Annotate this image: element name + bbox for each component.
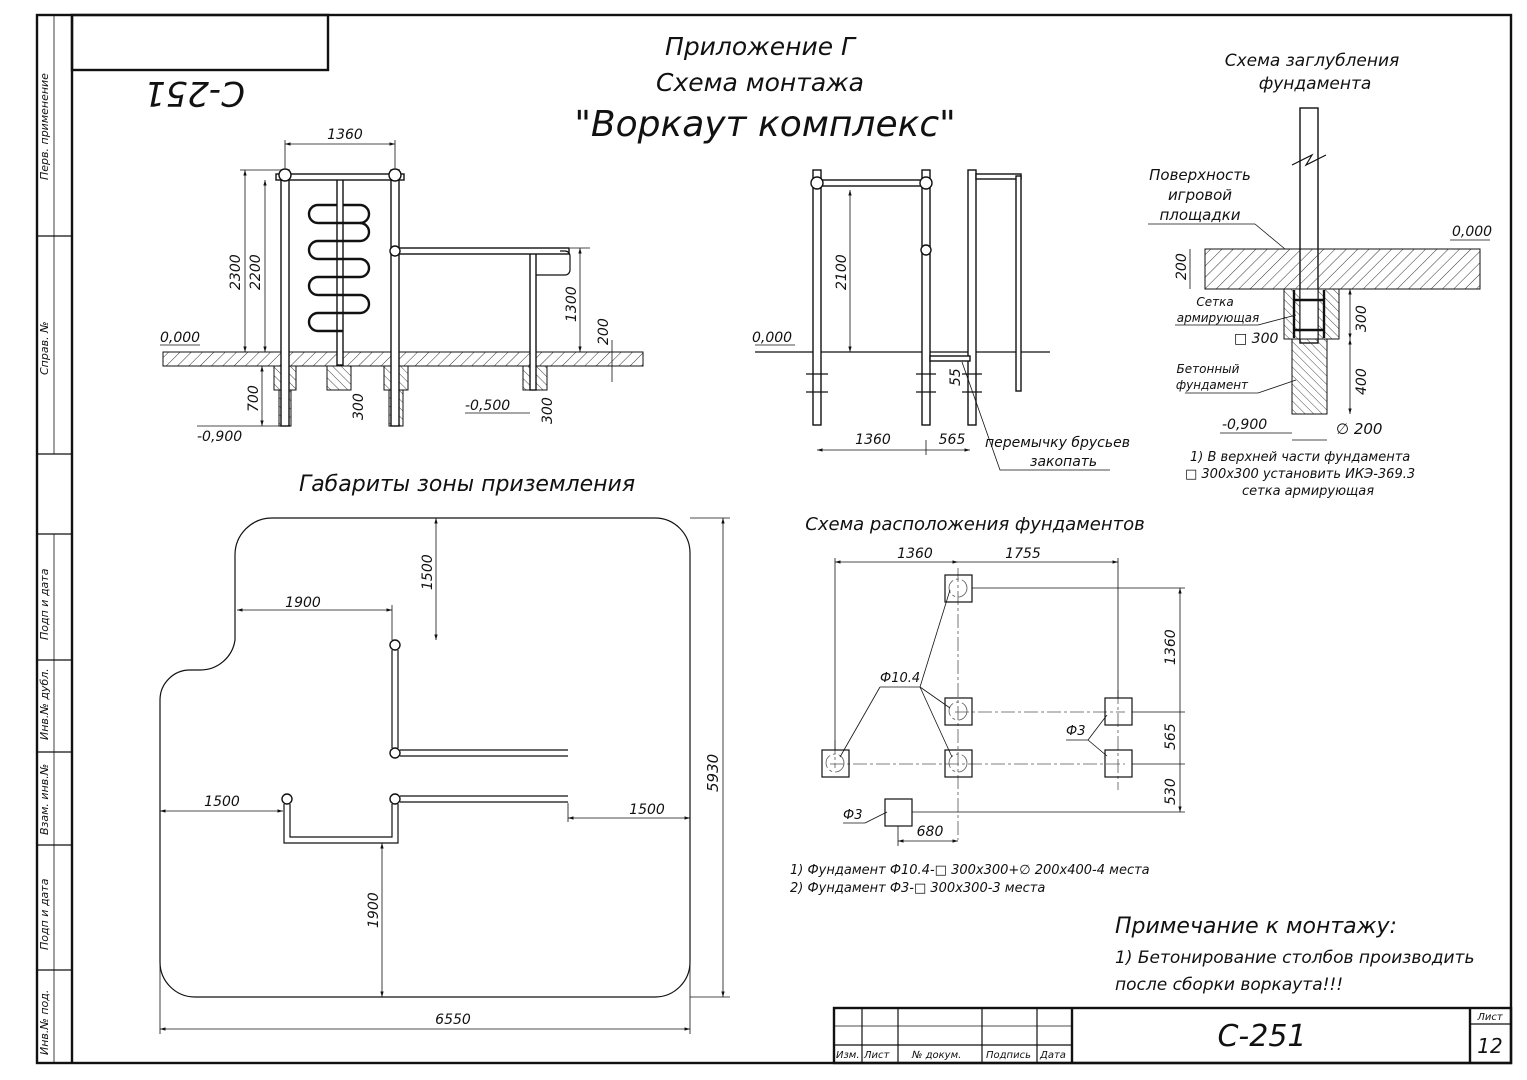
fv-dim-1300: 1300 (564, 286, 580, 322)
ds-mesh-1: Сетка (1196, 295, 1233, 309)
stamp-vzam-inv-no: Взам. инв.№ (38, 764, 51, 835)
foundation-layout: Схема расположения фундаментов 1360 1755… (790, 514, 1185, 896)
sv-dim-2100: 2100 (834, 254, 850, 290)
fl-label-f3b: Ф3 (843, 808, 862, 823)
stamp-sprav-no: Справ. № (38, 321, 51, 375)
lz-dim-5930: 5930 (704, 754, 722, 792)
tb-list-label: Лист (1476, 1012, 1504, 1023)
stamp-inv-no-dubl: Инв.№ дубл. (38, 668, 51, 740)
ds-concrete-1: Бетонный (1177, 362, 1240, 376)
ds-dim-300: 300 (1354, 305, 1370, 332)
stamp-inv-no-pod: Инв.№ под. (38, 990, 51, 1055)
stamp-podp-i-data-1: Подп и дата (38, 568, 51, 640)
stamp-podp-i-data-2: Подп и дата (38, 878, 51, 950)
sv-note-line2: закопать (1030, 454, 1097, 470)
stamp-perv-primenenie: Перв. применение (38, 73, 51, 180)
ds-diameter-200: ∅ 200 (1336, 420, 1382, 438)
lz-dim-6550: 6550 (435, 1012, 471, 1028)
title-block: Изм. Лист № докум. Подпись Дата С-251 Ли… (832, 1006, 1513, 1065)
ds-note-1: 1) В верхней части фундамента (1190, 450, 1410, 465)
sv-dim-55: 55 (948, 368, 964, 386)
mirrored-code-box: С-251 (70, 13, 330, 113)
ds-concrete-2: фундамент (1176, 378, 1249, 392)
ds-mesh-2: армирующая (1177, 311, 1260, 325)
lz-dim-1900-top: 1900 (285, 595, 321, 611)
header: Приложение Г Схема монтажа "Воркаут комп… (574, 32, 955, 145)
tb-podpis: Подпись (986, 1050, 1031, 1061)
sv-dim-565: 565 (939, 432, 966, 448)
mn-line-1: 1) Бетонирование столбов производить (1115, 948, 1474, 968)
fv-dim-2200: 2200 (248, 254, 264, 290)
mn-title: Примечание к монтажу: (1115, 914, 1397, 939)
fl-dim-1360-top: 1360 (897, 546, 933, 562)
fl-label-f3a: Ф3 (1066, 724, 1085, 739)
side-view: 2100 0,000 55 1360 565 перемычку брусьев… (752, 169, 1130, 471)
ds-surface-3: площадки (1159, 206, 1240, 224)
mn-line-2: после сборки воркаута!!! (1115, 975, 1343, 995)
fl-note-2: 2) Фундамент Ф3-□ 300х300-3 места (790, 881, 1045, 896)
sv-dim-1360: 1360 (855, 432, 891, 448)
fl-dim-1755: 1755 (1005, 546, 1041, 562)
mounting-note: Примечание к монтажу: 1) Бетонирование с… (1115, 914, 1474, 995)
ds-dim-400: 400 (1354, 368, 1370, 395)
tb-dokum: № докум. (911, 1050, 961, 1061)
fv-level-0500: -0,500 (465, 398, 510, 414)
side-stamp-labels: Перв. применение Справ. № Подп и дата Ин… (38, 73, 51, 1055)
scheme-title: Схема монтажа (656, 68, 864, 97)
fl-title: Схема расположения фундаментов (805, 514, 1144, 535)
lz-dim-1500-top: 1500 (420, 554, 436, 590)
ds-level-0900: -0,900 (1222, 417, 1267, 433)
lz-dim-1500-left: 1500 (204, 794, 240, 810)
ds-dim-200: 200 (1174, 253, 1190, 280)
tb-list-number: 12 (1477, 1034, 1502, 1058)
page-title: "Воркаут комплекс" (574, 104, 955, 145)
tb-code: С-251 (1217, 1019, 1306, 1054)
tb-izm: Изм. (836, 1050, 860, 1061)
fv-level-0900: -0,900 (197, 429, 242, 445)
fv-dim-700: 700 (246, 385, 262, 412)
fl-label-f104: Ф10.4 (880, 671, 920, 686)
fv-level-zero: 0,000 (160, 330, 200, 346)
landing-zone: Габариты зоны приземления 1500 1900 1500… (159, 472, 730, 1034)
ds-title-1: Схема заглубления (1225, 51, 1400, 71)
ds-title-2: фундамента (1259, 74, 1372, 94)
ds-square-300: □ 300 (1234, 331, 1278, 347)
fv-dim-300b: 300 (540, 397, 556, 424)
lz-dim-1500-right: 1500 (629, 802, 665, 818)
front-view: 1360 2300 2200 1300 200 700 300 300 0,00… (160, 127, 644, 445)
fv-dim-width: 1360 (327, 127, 363, 143)
sheet-frame (35, 13, 1513, 1065)
fv-dim-300a: 300 (351, 393, 367, 420)
lz-title: Габариты зоны приземления (299, 472, 635, 497)
appendix-title: Приложение Г (665, 32, 857, 61)
sv-level-zero: 0,000 (752, 330, 792, 346)
lz-dim-1900-bottom: 1900 (366, 892, 382, 928)
fv-dim-2300: 2300 (228, 254, 244, 290)
fl-dim-1360-right: 1360 (1163, 629, 1179, 665)
ds-surface-1: Поверхность (1149, 166, 1251, 184)
fl-dim-565: 565 (1163, 723, 1179, 750)
tb-list: Лист (863, 1050, 891, 1061)
tb-data: Дата (1039, 1050, 1066, 1061)
sv-note-line1: перемычку брусьев (985, 435, 1130, 451)
ds-level-zero: 0,000 (1452, 224, 1492, 240)
depth-scheme: Схема заглубления фундамента Поверхность… (1148, 51, 1492, 499)
fl-dim-680: 680 (917, 824, 944, 840)
ds-note-3: сетка армирующая (1242, 484, 1374, 499)
mirrored-sheet-code: С-251 (144, 73, 245, 113)
ds-note-2: □ 300х300 установить ИКЭ-369.3 (1185, 467, 1415, 482)
ds-surface-2: игровой (1168, 186, 1232, 204)
fl-dim-530: 530 (1163, 778, 1179, 805)
fl-note-1: 1) Фундамент Ф10.4-□ 300х300+∅ 200х400-4… (790, 863, 1150, 878)
fv-dim-200: 200 (596, 318, 612, 345)
